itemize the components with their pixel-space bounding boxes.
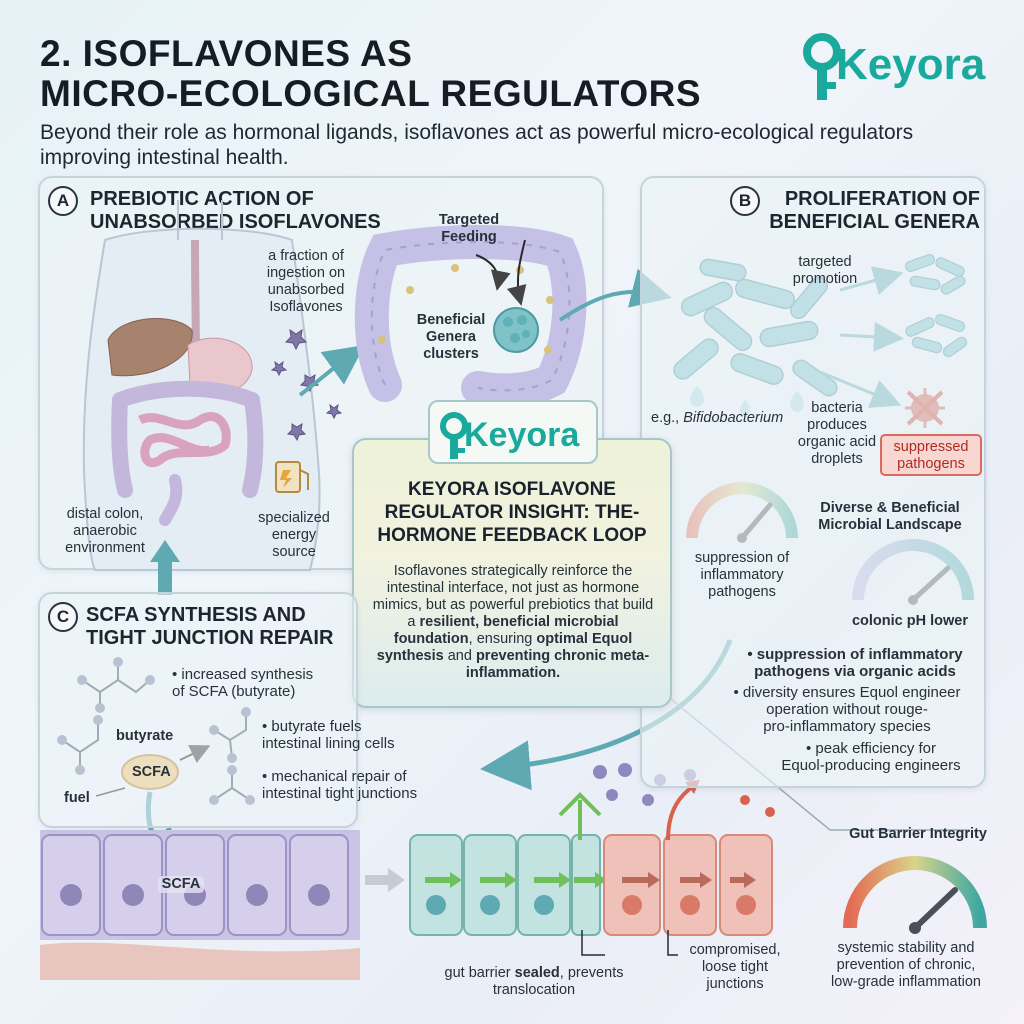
panel-b-bullet-1: • suppression of inflammatory pathogens … bbox=[747, 646, 963, 680]
panel-c-bullet-3: • mechanical repair of intestinal tight … bbox=[262, 768, 418, 802]
insight-body: Isoflavones strategically reinforce the … bbox=[372, 563, 654, 682]
panel-b-title-line-1: PROLIFERATION OF bbox=[784, 188, 980, 210]
gut-barrier-caption: systemic stability and prevention of chr… bbox=[831, 940, 981, 990]
panel-b-bullet-3: • peak efficiency for Equol-producing en… bbox=[781, 740, 961, 774]
energy-source-label: specialized energy source bbox=[258, 510, 330, 560]
colon-illustration bbox=[354, 225, 587, 408]
panel-b-title-line-2: BENEFICIAL GENERA bbox=[769, 211, 980, 233]
panel-c-title-line-1: SCFA SYNTHESIS AND bbox=[86, 604, 306, 626]
sealed-suffix: , prevents translocation bbox=[492, 965, 624, 998]
insight-logo: Keyora bbox=[428, 400, 598, 464]
brand-wordmark: Keyora bbox=[836, 40, 986, 89]
barrier-sealed-label: gut barrier sealed, prevents translocati… bbox=[414, 948, 654, 999]
scfa-badge: SCFA bbox=[132, 764, 171, 780]
fuel-label: fuel bbox=[64, 790, 90, 806]
sealed-prefix: gut barrier bbox=[444, 965, 515, 981]
colonic-ph-label: colonic pH lower bbox=[851, 613, 968, 629]
title-line-2: MICRO-ECOLOGICAL REGULATORS bbox=[40, 73, 701, 114]
insight-body-3: and bbox=[443, 648, 476, 664]
beneficial-clusters-label: Beneficial Genera clusters bbox=[416, 312, 486, 362]
insight-body-bold-3: preventing chronic meta-inflammation. bbox=[465, 648, 650, 681]
panel-b bbox=[640, 176, 986, 788]
purple-epithelium bbox=[40, 830, 360, 980]
unabsorbed-fraction-label: a fraction of ingestion on unabsorbed Is… bbox=[266, 248, 346, 315]
targeted-feeding-label: Targeted Feeding bbox=[438, 212, 500, 245]
panel-b-bullet-2: • diversity ensures Equol engineer opera… bbox=[733, 684, 961, 735]
panel-b-badge: B bbox=[730, 186, 760, 216]
panel-a-title-line-1: PREBIOTIC ACTION OF bbox=[90, 188, 314, 210]
insight-title: KEYORA ISOFLAVONE REGULATOR INSIGHT: THE… bbox=[377, 479, 647, 546]
scfa-cells-label: SCFA bbox=[158, 876, 204, 893]
panel-c-badge: C bbox=[48, 602, 78, 632]
microbial-landscape-label: Diverse & Beneficial Microbial Landscape bbox=[818, 500, 962, 533]
example-prefix: e.g., bbox=[651, 410, 684, 426]
brand-logo: Keyora bbox=[796, 30, 996, 102]
panel-b-title: PROLIFERATION OF BENEFICIAL GENERA bbox=[768, 188, 980, 234]
isoflavone-particles bbox=[270, 328, 343, 442]
gut-barrier-title: Gut Barrier Integrity bbox=[849, 826, 987, 842]
suppressed-pathogens-tag: suppressed pathogens bbox=[880, 434, 982, 476]
insight-box bbox=[352, 438, 672, 708]
page-title: 2. ISOFLAVONES AS MICRO-ECOLOGICAL REGUL… bbox=[40, 34, 760, 114]
insight-wordmark: Keyora bbox=[464, 416, 580, 454]
panel-c-bullet-2: • butyrate fuels intestinal lining cells bbox=[262, 718, 395, 752]
insight-body-2: , ensuring bbox=[468, 631, 537, 647]
insight-key-icon bbox=[440, 412, 468, 459]
bifidobacterium-example: e.g., Bifidobacterium bbox=[651, 410, 801, 427]
title-line-1: 2. ISOFLAVONES AS bbox=[40, 33, 413, 74]
sealed-epithelium bbox=[409, 792, 607, 936]
insight-body-bold-2: optimal Equol synthesis bbox=[376, 631, 633, 664]
distal-colon-label: distal colon, anaerobic environment bbox=[65, 506, 145, 556]
panel-a-title-line-2: UNABSORBED ISOFLAVONES bbox=[90, 211, 381, 233]
butyrate-label: butyrate bbox=[116, 728, 174, 744]
panel-c-bullet-1: • increased synthesis of SCFA (butyrate) bbox=[172, 666, 314, 700]
panel-c-title: SCFA SYNTHESIS AND TIGHT JUNCTION REPAIR bbox=[86, 604, 366, 650]
panel-a-badge: A bbox=[48, 186, 78, 216]
sealed-bold: sealed bbox=[514, 965, 560, 981]
suppression-gauge-label: suppression of inflammatory pathogens bbox=[694, 550, 790, 600]
compromised-junction-label: compromised, loose tight junctions bbox=[689, 942, 781, 992]
panel-c-title-line-2: TIGHT JUNCTION REPAIR bbox=[86, 627, 334, 649]
panel-a-title: PREBIOTIC ACTION OF UNABSORBED ISOFLAVON… bbox=[90, 188, 420, 234]
example-genus: Bifidobacterium bbox=[683, 410, 784, 426]
fuel-pump-icon bbox=[275, 461, 309, 493]
insight-body-1: Isoflavones strategically reinforce the … bbox=[372, 563, 654, 630]
compromised-epithelium bbox=[603, 780, 773, 936]
targeted-promotion-label: targeted promotion bbox=[792, 254, 858, 287]
intestine-illustration bbox=[111, 380, 264, 526]
insight-body-bold-1: resilient, beneficial microbial foundati… bbox=[393, 614, 619, 647]
panel-c bbox=[38, 592, 358, 828]
barrier-gauge bbox=[843, 856, 987, 934]
brand-key-icon bbox=[803, 33, 841, 100]
page-subtitle: Beyond their role as hormonal ligands, i… bbox=[40, 121, 914, 169]
organic-acid-label: bacteria produces organic acid droplets bbox=[797, 400, 877, 467]
